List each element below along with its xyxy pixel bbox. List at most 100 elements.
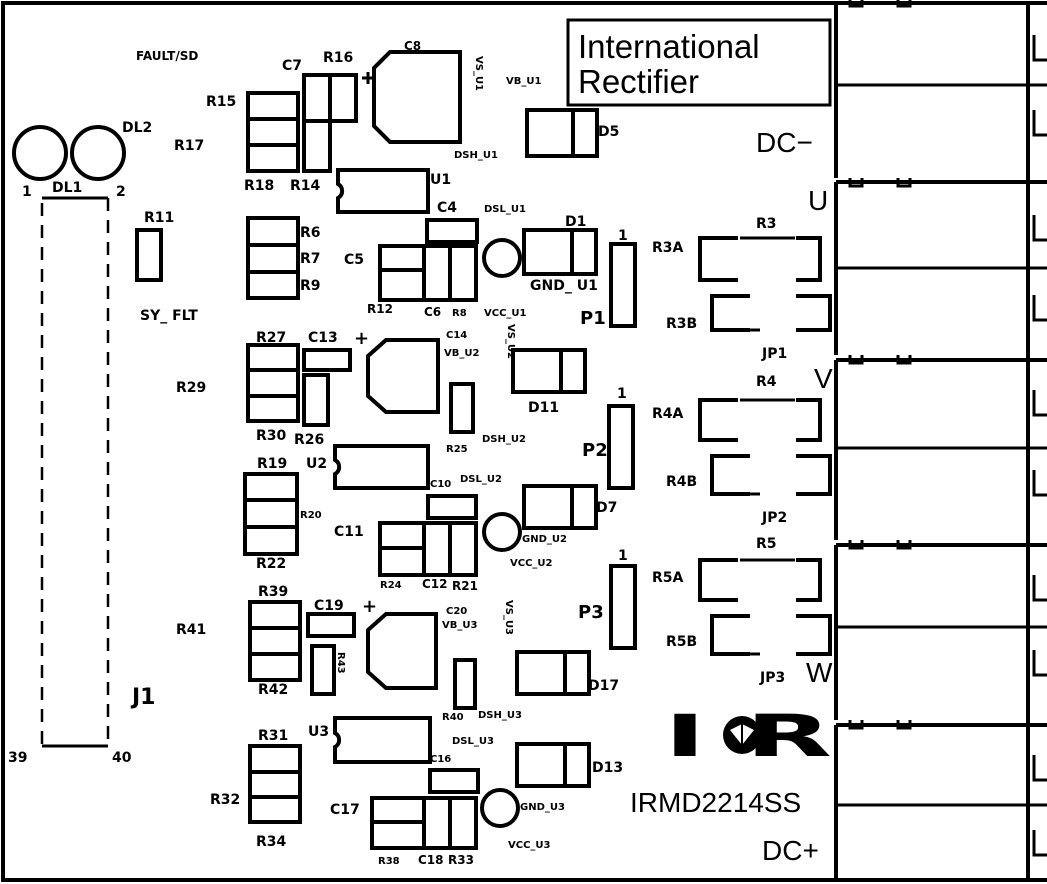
ref-gnd-u1: GND_ U1 <box>530 278 598 294</box>
fault-sd-label: FAULT/SD <box>136 49 198 63</box>
ref-dsl-u1: DSL_U1 <box>484 204 526 215</box>
shunt-r5b-label: R5B <box>666 634 697 650</box>
shunt-r4a-label: R4A <box>652 406 684 422</box>
ref-r20: R20 <box>300 510 322 521</box>
connector-pin-40: 40 <box>112 750 132 766</box>
ref-c5: C5 <box>344 252 364 268</box>
ref-r21: R21 <box>452 579 478 593</box>
ref-dsh-u3: DSH_U3 <box>478 710 522 721</box>
header-p1-pin: 1 <box>618 228 628 244</box>
shunt-resistors <box>698 236 832 656</box>
ref-d11: D11 <box>528 400 559 416</box>
jumper-jp2-label: JP2 <box>761 510 787 526</box>
ref-r19: R19 <box>257 456 287 472</box>
terminal-dc-minus: DC− <box>756 127 813 158</box>
ref-c10: C10 <box>430 479 451 490</box>
ref-c16: C16 <box>430 754 451 765</box>
ref-r15: R15 <box>206 94 236 110</box>
jumper-jp1-label: JP1 <box>761 346 787 362</box>
ref-r22: R22 <box>256 556 286 572</box>
ref-vb-u2: VB_U2 <box>444 348 479 359</box>
company-name-line2: Rectifier <box>578 63 699 100</box>
shunt-r3b-label: R3B <box>666 316 697 332</box>
ref-r30: R30 <box>256 428 287 444</box>
ref-c17: C17 <box>330 802 360 818</box>
ref-r6: R6 <box>300 225 321 241</box>
ref-r27: R27 <box>256 330 286 346</box>
ref-r39: R39 <box>258 584 288 600</box>
ref-r25: R25 <box>446 444 468 455</box>
header-p3-label: P3 <box>578 602 604 623</box>
ref-r34: R34 <box>256 834 287 850</box>
terminal-u: U <box>808 185 828 216</box>
test-points <box>480 238 522 828</box>
ref-r43: R43 <box>335 652 346 674</box>
capacitor-clusters <box>370 218 480 850</box>
ref-r38: R38 <box>378 856 400 867</box>
ref-u1: U1 <box>430 172 451 188</box>
ref-dsh-u1: DSH_U1 <box>454 150 498 161</box>
led-dl2-label: DL2 <box>122 120 152 136</box>
ref-r8: R8 <box>452 308 467 319</box>
ref-vcc-u2: VCC_U2 <box>510 558 553 569</box>
shunt-labels: R3 R3A R3B R4 R4A R4B R5 R5A R5B <box>652 216 777 650</box>
ref-r41: R41 <box>176 622 206 638</box>
reference-designators: C7 R16 C8 R15 R17 R18 R14 U1 VB_U1 VS_U1… <box>144 39 623 867</box>
ref-r12: R12 <box>367 302 393 316</box>
ref-c7: C7 <box>282 58 302 74</box>
ref-vcc-u1: VCC_U1 <box>484 308 527 319</box>
jumper-jp3-label: JP3 <box>759 670 785 686</box>
ref-c14: C14 <box>446 330 467 341</box>
ref-r29: R29 <box>176 380 206 396</box>
shunt-r5-label: R5 <box>756 536 777 552</box>
ref-r42: R42 <box>258 682 288 698</box>
terminal-blocks <box>830 0 1047 880</box>
ref-c8: C8 <box>404 39 421 53</box>
ref-d1: D1 <box>565 214 586 230</box>
ref-r33: R33 <box>448 853 474 867</box>
connector-pin-2: 2 <box>116 184 126 200</box>
jumper-marks <box>738 236 795 656</box>
ref-c19: C19 <box>314 598 344 614</box>
ref-gnd-u2: GND_U2 <box>522 534 567 545</box>
ref-u3: U3 <box>308 724 329 740</box>
part-number: IRMD2214SS <box>630 787 801 818</box>
ref-r32: R32 <box>210 792 240 808</box>
ref-dsh-u2: DSH_U2 <box>482 434 526 445</box>
ref-c20: C20 <box>446 606 467 617</box>
shunt-r3a-label: R3A <box>652 240 684 256</box>
shunt-r4-label: R4 <box>756 374 777 390</box>
resistor-stacks <box>243 73 477 824</box>
ref-plus2: + <box>362 596 377 617</box>
ref-plus1: + <box>354 328 369 349</box>
ref-r18: R18 <box>244 178 274 194</box>
ref-vb-u1: VB_U1 <box>506 76 541 87</box>
sy-flt-label: SY_ FLT <box>140 308 198 324</box>
ref-vcc-u3: VCC_U3 <box>508 840 551 851</box>
ref-dsl-u3: DSL_U3 <box>452 736 494 747</box>
terminal-v: V <box>814 363 833 394</box>
ref-gnd-u3: GND_U3 <box>520 802 565 813</box>
led-dl1-label: DL1 <box>52 180 82 196</box>
ref-d13: D13 <box>592 760 623 776</box>
shunt-r4b-label: R4B <box>666 474 697 490</box>
ref-r31: R31 <box>258 728 288 744</box>
ref-vs-u1: VS_U1 <box>473 56 484 91</box>
ref-u2: U2 <box>306 456 327 472</box>
ior-logo: I R <box>664 702 832 770</box>
ref-r9: R9 <box>300 278 321 294</box>
connector-j1 <box>40 196 110 748</box>
ref-dsl-u2: DSL_U2 <box>460 474 502 485</box>
ref-r17: R17 <box>174 138 204 154</box>
headers <box>607 242 637 650</box>
company-name-line1: International <box>578 28 760 65</box>
ref-c11: C11 <box>334 524 364 540</box>
ref-d5: D5 <box>598 124 619 140</box>
terminal-w: W <box>806 657 833 688</box>
shunt-r3-label: R3 <box>756 216 777 232</box>
ref-d17: D17 <box>588 678 619 694</box>
connector-label: J1 <box>130 685 156 710</box>
header-p2-pin: 1 <box>617 386 627 402</box>
terminal-dc-plus: DC+ <box>762 835 819 866</box>
